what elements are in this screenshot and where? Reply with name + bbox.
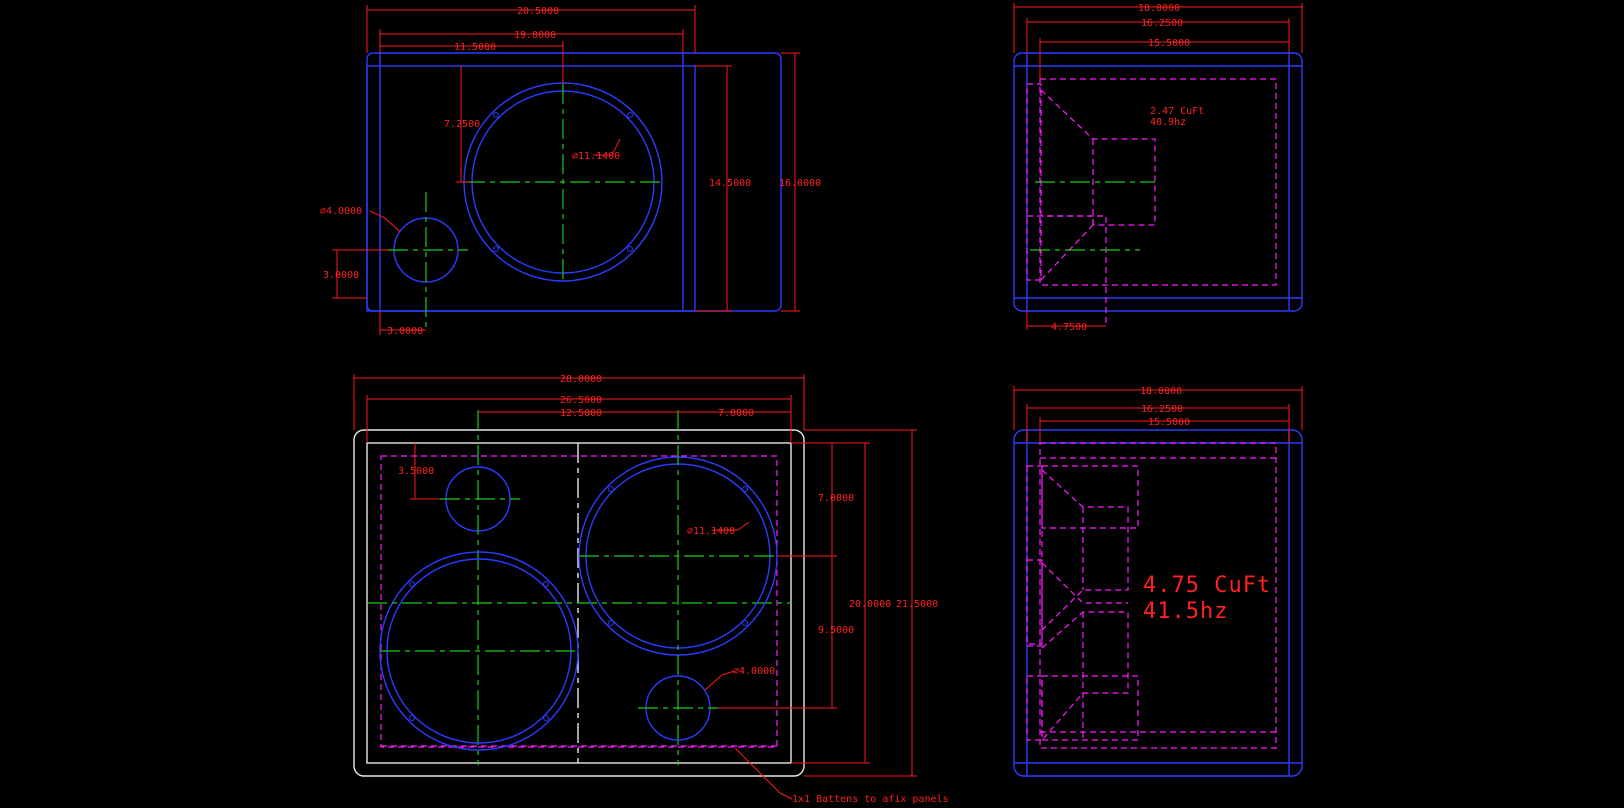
- bottom-front-port-diameter: ⌀4.0000: [733, 666, 775, 677]
- top-front-woofer-diameter: ⌀11.1400: [572, 151, 620, 162]
- top-side-dim-depth-overall: 18.0000: [1138, 3, 1180, 14]
- mount-hole: [493, 246, 499, 252]
- dim-woofer-offset-y: 7.2500: [444, 119, 480, 130]
- top-side-dim-depth-mid: 16.2500: [1141, 18, 1183, 29]
- top-front-port-diameter: ⌀4.0000: [320, 206, 362, 217]
- top-side-outer-panel: [1013, 52, 1303, 312]
- dim-woofer-offset-x: 11.5000: [454, 42, 496, 53]
- dim-height-overall: 16.0000: [779, 178, 821, 189]
- bottom-front-dim-width-inner: 26.5000: [560, 395, 602, 406]
- mount-hole: [627, 112, 633, 118]
- bottom-front-dim-port-y: 9.5000: [818, 625, 854, 636]
- dim-width-overall: 20.5000: [517, 6, 559, 17]
- top-side-tuning: 40.9hz: [1150, 117, 1186, 128]
- mount-hole: [627, 246, 633, 252]
- dim-height-inner: 14.5000: [709, 178, 751, 189]
- bottom-front-dim-width-overall: 28.0000: [560, 374, 602, 385]
- bottom-side-dim-depth-mid: 16.2500: [1141, 404, 1183, 415]
- top-side-dim-port-length: 4.7500: [1051, 322, 1087, 333]
- bottom-side-volume: 4.75 CuFt: [1143, 573, 1271, 598]
- bottom-front-dim-height-inner: 20.0000: [849, 599, 891, 610]
- bottom-side-batten: [1026, 465, 1043, 645]
- bottom-front-dim-port-offset: 3.5000: [398, 466, 434, 477]
- top-side-woofer-profile: [1040, 89, 1156, 226]
- bottom-front-outer-panel: [353, 429, 805, 777]
- bottom-front-dim-woofer-y: 7.0000: [818, 493, 854, 504]
- bottom-side-view: 4.75 CuFt 41.5hz 18.0000 16.2500 15.5000: [1013, 386, 1303, 777]
- top-side-view: 2.47 CuFt 40.9hz 18.0000 16.2500 15.5000…: [1013, 3, 1303, 333]
- bottom-side-lower-driver-profile: [1041, 611, 1129, 741]
- bottom-side-tuning: 41.5hz: [1143, 599, 1228, 624]
- top-front-view: 20.5000 19.0000 11.5000 7.2500 14.5000 1…: [320, 5, 821, 337]
- bottom-side-outer-panel: [1013, 429, 1303, 777]
- bottom-front-dim-driver-spacing: 12.5000: [560, 408, 602, 419]
- dim-width-inner: 19.0000: [514, 30, 556, 41]
- bottom-front-woofer-diameter: ⌀11.1400: [687, 526, 735, 537]
- bottom-front-view: 28.0000 26.5000 12.5000 7.0000 3.5000 7.…: [353, 374, 949, 805]
- dim-port-offset-x: 3.0000: [387, 326, 423, 337]
- bottom-front-batten-note: 1x1 Battens to afix panels: [792, 794, 949, 805]
- dim-port-offset-y: 3.0000: [323, 270, 359, 281]
- top-front-baffle: [366, 65, 696, 312]
- bottom-side-dim-depth-overall: 18.0000: [1140, 386, 1182, 397]
- top-side-port-tube: [1027, 215, 1107, 324]
- bottom-side-upper-driver-profile: [1041, 469, 1129, 631]
- mount-hole: [493, 112, 499, 118]
- bottom-front-dim-height-overall: 21.5000: [896, 599, 938, 610]
- bottom-front-dim-driver-edge: 7.0000: [718, 408, 754, 419]
- bottom-side-dim-depth-inner: 15.5000: [1148, 417, 1190, 428]
- top-side-dim-depth-inner: 15.5000: [1148, 38, 1190, 49]
- top-side-volume: 2.47 CuFt: [1150, 106, 1204, 117]
- bottom-front-batten-outline: [380, 455, 778, 748]
